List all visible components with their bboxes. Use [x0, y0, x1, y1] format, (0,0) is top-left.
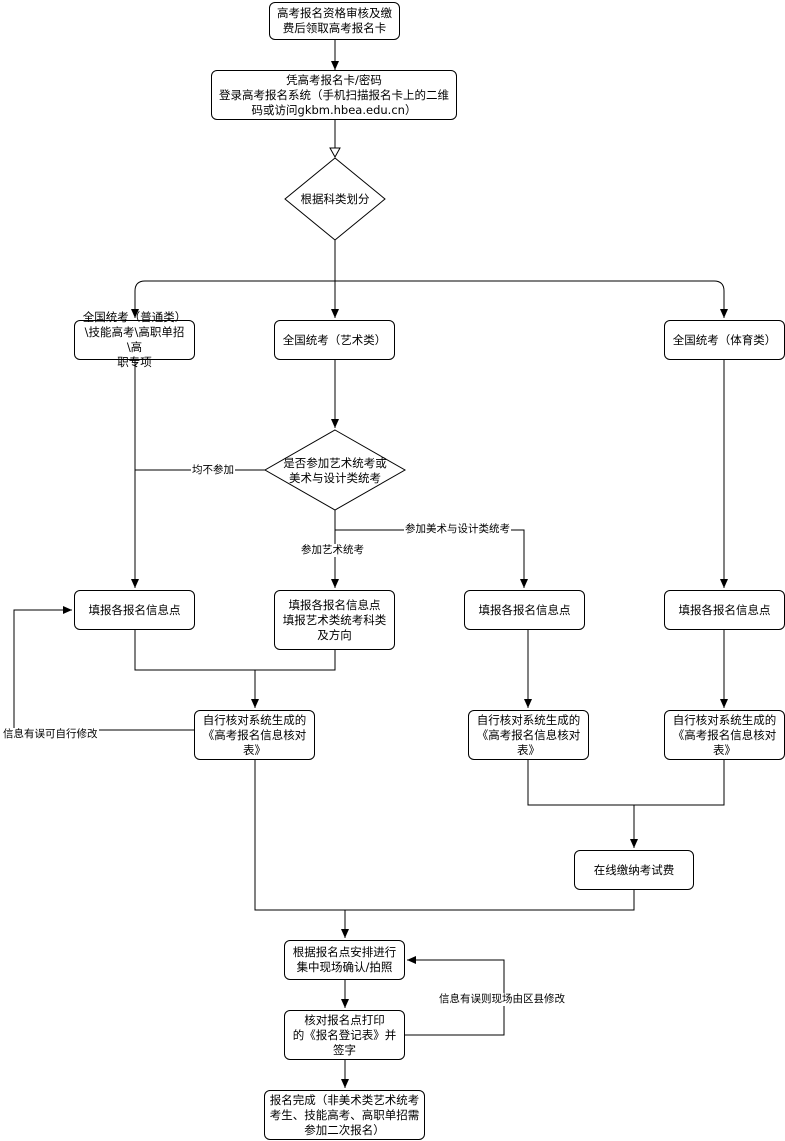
edge-d1-c3	[335, 280, 728, 318]
category-general: 全国统考（普通类） \技能高考\高职单招\高 职专项	[74, 310, 195, 369]
decision-diamond-category	[284, 157, 386, 241]
decision-diamond-art-exam	[263, 429, 407, 511]
edge-v1-confirm	[254, 760, 349, 938]
step-qualification-review: 高考报名资格审核及缴 费后领取高考报名卡	[269, 2, 400, 40]
edge-v3-pay	[630, 760, 725, 848]
sign-registration-form: 核对报名点打印 的《报名登记表》并 签字	[284, 1010, 405, 1060]
registration-complete: 报名完成（非美术类艺术统考 考生、技能高考、高职单招需 参加二次报名）	[264, 1090, 425, 1140]
edge-label-self-fix: 信息有误可自行修改	[2, 728, 99, 741]
edge-pay-confirm	[345, 890, 635, 911]
edge-label-art: 参加艺术统考	[300, 544, 365, 557]
verify-table-general: 自行核对系统生成的 《高考报名信息核对 表》	[194, 710, 315, 760]
edge-f2-v1	[255, 650, 336, 671]
step-login-system: 凭高考报名卡/密码 登录高考报名系统（手机扫描报名卡上的二维 码或访问gkbm.…	[211, 70, 457, 120]
edge-d1-c1	[131, 280, 335, 318]
edge-label-none: 均不参加	[191, 464, 235, 477]
verify-table-design: 自行核对系统生成的 《高考报名信息核对 表》	[468, 710, 589, 760]
verify-table-sports: 自行核对系统生成的 《高考报名信息核对 表》	[664, 710, 785, 760]
edge-v2-pay	[527, 760, 634, 806]
edge-f1-v1	[134, 630, 259, 708]
fill-info-design: 填报各报名信息点	[464, 590, 585, 630]
category-sports: 全国统考（体育类）	[664, 320, 785, 360]
edge-label-design: 参加美术与设计类统考	[404, 523, 511, 536]
online-payment: 在线缴纳考试费	[574, 850, 694, 890]
edge-label-county-fix: 信息有误则现场由区县修改	[438, 993, 566, 1006]
edge-v1-f1-loop	[13, 606, 194, 731]
fill-info-general: 填报各报名信息点	[74, 590, 195, 630]
fill-info-art: 填报各报名信息点 填报艺术类统考科类 及方向	[274, 590, 395, 650]
decision-category-label: 根据科类划分	[300, 191, 370, 206]
decision-art-exam-label: 是否参加艺术统考或 美术与设计类统考	[283, 456, 387, 485]
edge-d2-f3	[335, 529, 528, 588]
fill-info-sports: 填报各报名信息点	[664, 590, 785, 630]
category-art: 全国统考（艺术类）	[274, 320, 395, 360]
onsite-confirmation: 根据报名点安排进行 集中现场确认/拍照	[284, 940, 405, 980]
